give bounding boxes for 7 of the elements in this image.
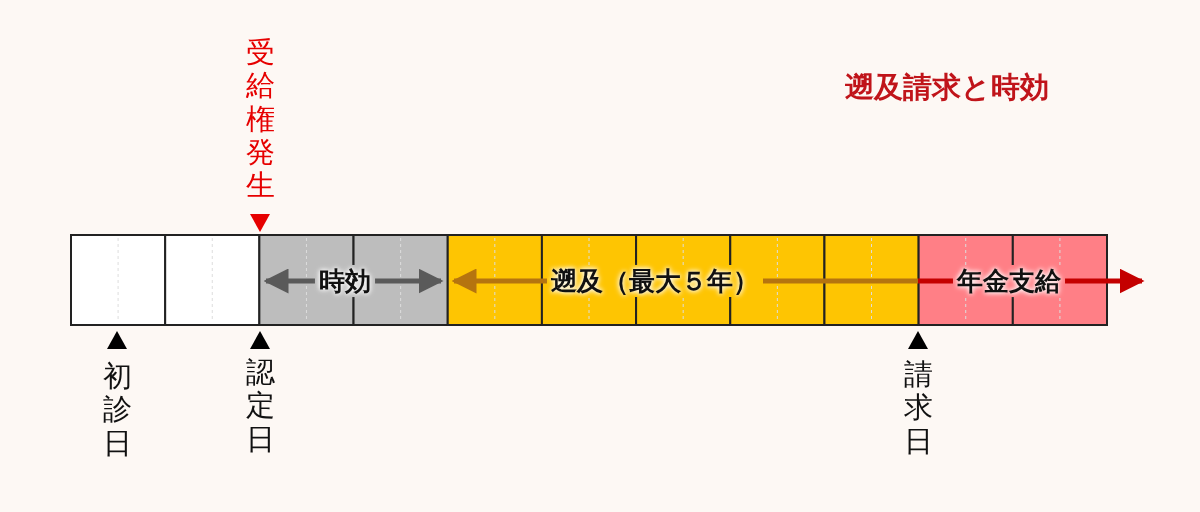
event-label: 受給権発生 [245,36,276,203]
date-label: 認定日 [245,356,276,457]
span-label: 年金支給 [953,265,1065,297]
date-label: 初診日 [102,360,133,461]
title: 遡及請求と時効 [845,69,1049,106]
span-label: 時効 [315,265,375,297]
date-label: 請求日 [903,358,934,459]
